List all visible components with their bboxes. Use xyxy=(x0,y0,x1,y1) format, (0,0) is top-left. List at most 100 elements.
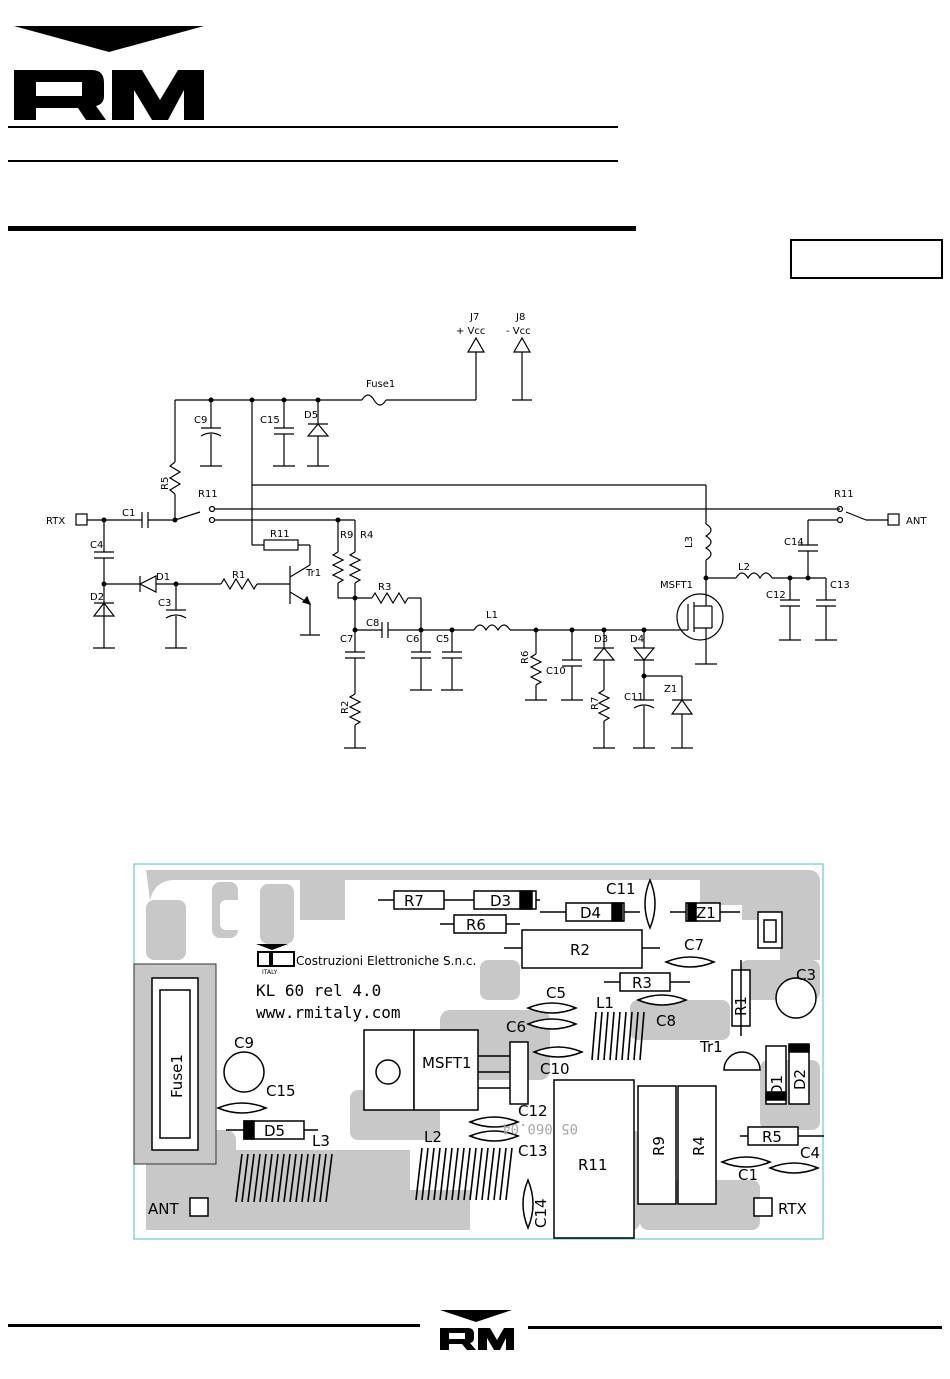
pcb-label-c14: C14 xyxy=(532,1198,550,1228)
label-r4: R4 xyxy=(360,530,373,541)
header: RM xyxy=(0,0,943,279)
copper-areas xyxy=(146,870,820,1230)
pcb-label-l2: L2 xyxy=(424,1128,442,1146)
label-c12: C12 xyxy=(766,590,786,601)
logo-chevron-icon xyxy=(14,26,204,52)
pcb-label-r7: R7 xyxy=(404,892,424,910)
pcb-label-c3: C3 xyxy=(796,966,816,984)
label-rtx: RTX xyxy=(46,516,65,527)
footer-chevron-icon xyxy=(440,1310,512,1322)
label-d5: D5 xyxy=(304,410,318,421)
label-l2: L2 xyxy=(738,562,750,573)
pcb-label-c1: C1 xyxy=(738,1166,758,1184)
pcb-label-l1: L1 xyxy=(596,994,614,1012)
pcb-label-l3: L3 xyxy=(312,1132,330,1150)
label-r11-mid: R11 xyxy=(270,529,290,540)
label-d4: D4 xyxy=(630,634,644,645)
pcb-logo xyxy=(256,944,295,967)
coil-l2 xyxy=(415,1147,513,1201)
label-c9: C9 xyxy=(194,415,207,426)
label-c5: C5 xyxy=(436,634,449,645)
label-vcc-neg: - Vcc xyxy=(506,326,531,337)
pcb-company: Costruzioni Elettroniche S.n.c. xyxy=(296,954,476,968)
label-c15: C15 xyxy=(260,415,280,426)
label-d1: D1 xyxy=(156,572,170,583)
label-c3: C3 xyxy=(158,598,171,609)
label-c14: C14 xyxy=(784,537,804,548)
pcb-label-r1: R1 xyxy=(732,996,750,1016)
pcb-label-c13: C13 xyxy=(518,1142,548,1160)
pcb-label-c6: C6 xyxy=(506,1018,526,1036)
label-c8: C8 xyxy=(366,618,379,629)
label-msft1: MSFT1 xyxy=(660,580,693,591)
label-r9: R9 xyxy=(340,530,353,541)
pcb-label-c11: C11 xyxy=(606,880,636,898)
pcb-label-msft1: MSFT1 xyxy=(422,1054,472,1072)
label-j7: J7 xyxy=(469,312,479,323)
pcb-label-c7: C7 xyxy=(684,936,704,954)
pcb-label-c4: C4 xyxy=(800,1144,820,1162)
pcb-mirror-text: 05 060.04 xyxy=(502,1120,578,1136)
footer: RM xyxy=(8,1310,942,1350)
pcb-label-c5: C5 xyxy=(546,984,566,1002)
pcb-label-r11: R11 xyxy=(578,1156,608,1174)
pcb-label-r6: R6 xyxy=(466,916,486,934)
pcb-label-d1: D1 xyxy=(768,1075,786,1096)
footer-logo xyxy=(440,1328,514,1350)
label-fuse: Fuse1 xyxy=(366,379,395,390)
coil-l1 xyxy=(591,1011,645,1061)
coil-hatching xyxy=(235,1011,645,1203)
footer-rule-left xyxy=(8,1324,420,1327)
label-r1: R1 xyxy=(232,570,245,581)
pcb-title: KL 60 rel 4.0 xyxy=(256,981,381,1000)
pcb-label-d3: D3 xyxy=(490,892,511,910)
pcb-label-ant: ANT xyxy=(148,1200,179,1218)
label-l1: L1 xyxy=(486,610,498,621)
label-c6: C6 xyxy=(406,634,419,645)
junction-dots xyxy=(101,397,811,679)
label-l3: L3 xyxy=(684,536,695,548)
pcb-label-r3: R3 xyxy=(632,974,652,992)
header-rule-1 xyxy=(8,126,618,128)
label-d2: D2 xyxy=(90,592,104,603)
label-c11: C11 xyxy=(624,692,644,703)
label-d3: D3 xyxy=(594,634,608,645)
header-rule-2 xyxy=(8,160,618,162)
footer-rule-right xyxy=(528,1326,942,1329)
label-c7: C7 xyxy=(340,634,353,645)
pcb-label-rtx: RTX xyxy=(778,1200,807,1218)
pcb-layout: Fuse1 Costruzioni Elettroniche S.n.c. IT… xyxy=(133,863,824,1240)
label-r11-right: R11 xyxy=(834,489,854,500)
pcb-label-c8: C8 xyxy=(656,1012,676,1030)
coil-l3 xyxy=(235,1153,333,1203)
label-r5: R5 xyxy=(160,477,171,490)
label-c4: C4 xyxy=(90,540,103,551)
header-rule-3 xyxy=(8,226,636,231)
pcb-label-d4: D4 xyxy=(580,904,601,922)
label-c13: C13 xyxy=(830,580,850,591)
label-z1: Z1 xyxy=(664,684,677,695)
label-j8: J8 xyxy=(515,312,525,323)
pcb-label-r2: R2 xyxy=(570,941,590,959)
label-r6: R6 xyxy=(520,651,531,664)
pcb-label-z1: Z1 xyxy=(696,904,716,922)
pcb-label-c15: C15 xyxy=(266,1082,296,1100)
label-r11-left: R11 xyxy=(198,489,218,500)
pcb-label-r5: R5 xyxy=(762,1128,782,1146)
label-vcc-pos: + Vcc xyxy=(456,326,485,337)
label-c1: C1 xyxy=(122,508,135,519)
pcb-label-c12: C12 xyxy=(518,1102,548,1120)
circuit-schematic: J7 J8 + Vcc - Vcc Fuse1 C9 C15 D5 R5 R11… xyxy=(46,312,927,749)
pcb-label-r9: R9 xyxy=(650,1136,668,1156)
pcb-url: www.rmitaly.com xyxy=(256,1003,401,1022)
label-tr1: Tr1 xyxy=(305,568,321,579)
label-c10: C10 xyxy=(546,666,566,677)
label-r7: R7 xyxy=(590,697,601,710)
label-r3: R3 xyxy=(378,582,391,593)
label-ant: ANT xyxy=(906,516,927,527)
pcb-label-c9: C9 xyxy=(234,1034,254,1052)
pcb-label-fuse1: Fuse1 xyxy=(168,1054,186,1098)
pcb-label-c10: C10 xyxy=(540,1060,570,1078)
label-r2: R2 xyxy=(340,701,351,714)
header-logo xyxy=(14,70,204,120)
